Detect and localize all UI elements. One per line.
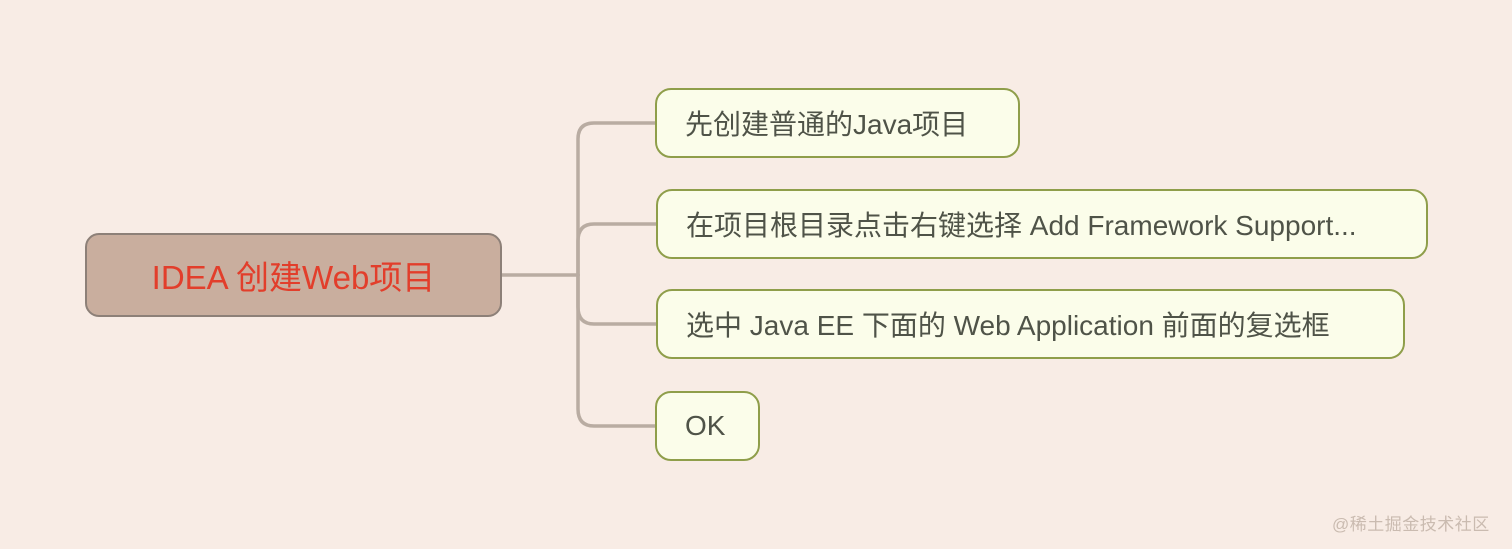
mindmap-root-node: IDEA 创建Web项目 bbox=[85, 233, 502, 317]
child-node-label: OK bbox=[685, 410, 726, 441]
mindmap-child-node-2: 在项目根目录点击右键选择 Add Framework Support... bbox=[656, 189, 1428, 259]
mindmap-child-node-3: 选中 Java EE 下面的 Web Application 前面的复选框 bbox=[656, 289, 1405, 359]
child-node-label: 选中 Java EE 下面的 Web Application 前面的复选框 bbox=[686, 310, 1330, 341]
mindmap-child-node-1: 先创建普通的Java项目 bbox=[655, 88, 1020, 158]
child-node-label: 先创建普通的Java项目 bbox=[685, 109, 969, 140]
connector-branch-3 bbox=[576, 273, 658, 326]
root-node-label: IDEA 创建Web项目 bbox=[151, 259, 436, 296]
watermark-text: @稀土掘金技术社区 bbox=[1332, 515, 1490, 534]
mindmap-child-node-4: OK bbox=[655, 391, 760, 461]
connector-branch-2 bbox=[576, 222, 658, 277]
connector-branch-1 bbox=[576, 121, 657, 277]
connector-branch-4 bbox=[576, 273, 657, 428]
child-node-label: 在项目根目录点击右键选择 Add Framework Support... bbox=[686, 210, 1357, 241]
